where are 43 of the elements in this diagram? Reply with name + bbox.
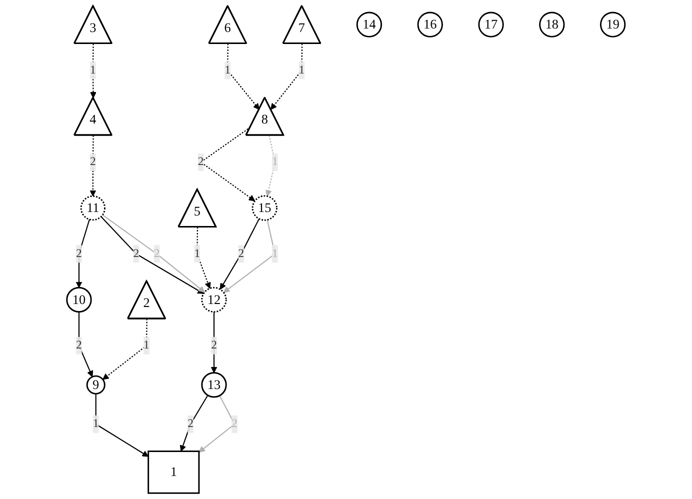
edge-label: 1 bbox=[272, 247, 278, 260]
edge-label: 1 bbox=[93, 418, 99, 430]
edge-label: 2 bbox=[133, 247, 140, 260]
arrow bbox=[223, 220, 276, 293]
node-circle: 17 bbox=[478, 12, 504, 38]
edge-label: 2 bbox=[198, 156, 204, 168]
arrow bbox=[102, 318, 148, 380]
edge-label: 1 bbox=[194, 247, 200, 260]
arrow bbox=[76, 219, 90, 288]
edge-label: 2 bbox=[188, 418, 194, 430]
edge-label: 2 bbox=[154, 247, 160, 260]
edge-label: 2 bbox=[232, 418, 238, 430]
arrow bbox=[78, 312, 94, 378]
edge-label: 1 bbox=[298, 64, 305, 76]
edge-label: 2 bbox=[76, 247, 82, 260]
node-circle: 11 bbox=[80, 195, 106, 221]
arrow bbox=[210, 312, 218, 374]
arrow bbox=[220, 218, 260, 290]
node-circle: 9 bbox=[86, 375, 106, 394]
edge-label: 2 bbox=[238, 247, 244, 260]
node-circle: 15 bbox=[252, 195, 278, 221]
node-circle: 12 bbox=[201, 286, 227, 313]
node-box: 1 bbox=[148, 450, 200, 494]
edge-label: 1 bbox=[144, 339, 150, 352]
arrow bbox=[270, 44, 303, 110]
node-circle: 19 bbox=[600, 12, 626, 38]
arrow bbox=[90, 44, 97, 98]
node-circle: 10 bbox=[66, 286, 92, 313]
edge-label: 1 bbox=[272, 156, 278, 168]
arrow bbox=[95, 394, 149, 457]
node-circle: 16 bbox=[417, 12, 444, 38]
edge-label: 1 bbox=[224, 64, 231, 76]
edge-label: 2 bbox=[90, 156, 96, 168]
node-circle: 14 bbox=[356, 12, 382, 38]
arrow bbox=[227, 44, 260, 110]
edge-label: 1 bbox=[90, 64, 96, 76]
node-circle: 18 bbox=[539, 12, 565, 38]
edge-label: 2 bbox=[76, 339, 82, 352]
arrow bbox=[90, 135, 96, 196]
node-circle: 13 bbox=[201, 372, 227, 398]
arrow bbox=[180, 394, 208, 452]
arrow bbox=[266, 135, 276, 196]
edge-label: 2 bbox=[211, 339, 218, 352]
